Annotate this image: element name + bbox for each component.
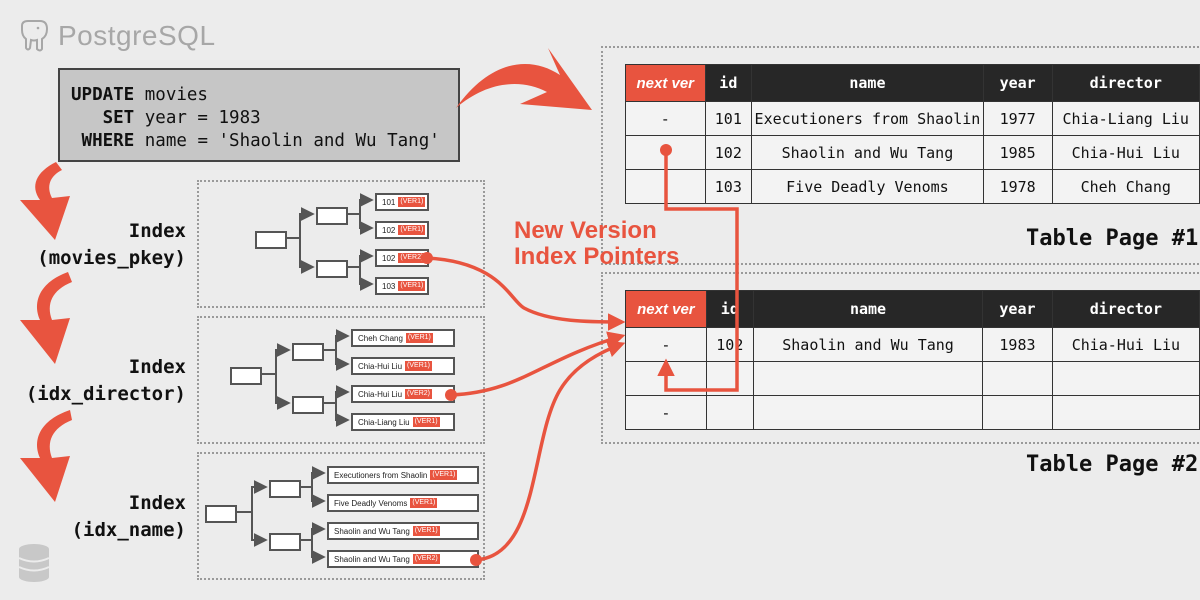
logo-text: PostgreSQL [58, 20, 216, 51]
sql-keyword-where: WHERE [81, 131, 135, 151]
index-label-name: Index (idx_name) [0, 490, 186, 544]
btree-inner-node [292, 396, 324, 414]
btree-edges-name [236, 466, 326, 564]
column-header-director: director [1051, 64, 1200, 102]
column-header-name: name [752, 290, 984, 328]
btree-leaf: Chia-Hui Liu(VER1) [351, 357, 455, 375]
btree-inner-node [269, 533, 301, 551]
cell [752, 395, 984, 430]
flow-arrows [20, 48, 592, 502]
table-page-2-title: Table Page #2 [1026, 452, 1199, 477]
btree-leaf: Cheh Chang(VER1) [351, 329, 455, 347]
cell [982, 361, 1053, 396]
cell: - [625, 395, 707, 430]
btree-leaf: Executioners from Shaolin(VER1) [327, 466, 479, 484]
btree-leaf: 102(VER2) [375, 249, 429, 267]
new-version-callout: New Version Index Pointers [514, 218, 679, 270]
cell [1051, 395, 1200, 430]
database-icon [18, 544, 50, 582]
btree-root-node [230, 367, 262, 385]
cell: 1985 [982, 135, 1053, 170]
column-header-next-ver: next ver [625, 64, 706, 102]
column-header-id: id [705, 290, 754, 328]
btree-leaf: Shaolin and Wu Tang(VER2) [327, 550, 479, 568]
index-title: Index [128, 220, 186, 242]
cell [752, 361, 984, 396]
sql-keyword-update: UPDATE [71, 85, 135, 105]
cell: 1983 [982, 327, 1053, 362]
btree-edges-pkey [285, 193, 374, 291]
btree-root-node [205, 505, 237, 523]
btree-inner-node [269, 480, 301, 498]
btree-leaf: 101(VER1) [375, 193, 429, 211]
index-panel-name: Executioners from Shaolin(VER1) Five Dea… [197, 452, 485, 580]
index-panel-director: Cheh Chang(VER1) Chia-Hui Liu(VER1) Chia… [197, 316, 485, 444]
column-header-year: year [982, 64, 1053, 102]
table-page-1-title: Table Page #1 [1026, 226, 1199, 251]
column-header-next-ver: next ver [625, 290, 707, 328]
cell: - [625, 101, 706, 136]
sql-update-statement: UPDATE movies SET year = 1983 WHERE name… [58, 68, 460, 162]
cell: Shaolin and Wu Tang [752, 327, 984, 362]
btree-edges-director [260, 329, 350, 427]
index-panel-pkey: 101(VER1) 102(VER1) 102(VER2) 103(VER1) [197, 180, 485, 308]
table-page-1-frame [601, 46, 1200, 265]
table-row: - [625, 395, 1200, 430]
btree-leaf: Five Deadly Venoms(VER1) [327, 494, 479, 512]
cell [705, 395, 754, 430]
callout-line-1: New Version [514, 217, 657, 244]
btree-leaf: Chia-Hui Liu(VER2) [351, 385, 455, 403]
cell: - [625, 327, 707, 362]
sql-to-table-arrow [456, 48, 592, 110]
btree-root-node [255, 231, 287, 249]
btree-inner-node [316, 207, 348, 225]
callout-line-2: Index Pointers [514, 243, 680, 270]
index-label-pkey: Index (movies_pkey) [0, 218, 186, 272]
sql-to-pkey-arrow [20, 162, 70, 240]
new-index-pointers [421, 252, 626, 566]
btree-leaf: Chia-Liang Liu(VER1) [351, 413, 455, 431]
index-title: Index [128, 356, 186, 378]
cell: Chia-Liang Liu [1051, 101, 1200, 136]
btree-inner-node [292, 343, 324, 361]
btree-inner-node [316, 260, 348, 278]
sql-line3-rest: name = 'Shaolin and Wu Tang' [134, 131, 440, 151]
index-name: (idx_name) [71, 519, 186, 541]
index-name: (movies_pkey) [37, 247, 186, 269]
elephant-icon [21, 20, 49, 52]
btree-leaf: 102(VER1) [375, 221, 429, 239]
cell: Executioners from Shaolin [751, 101, 984, 136]
cell: 1977 [982, 101, 1053, 136]
sql-line1-rest: movies [134, 85, 208, 105]
cell: 103 [704, 169, 753, 204]
sql-keyword-set: SET [102, 108, 135, 128]
cell [982, 395, 1053, 430]
btree-leaf: 103(VER1) [375, 277, 429, 295]
pkey-to-director-arrow [20, 272, 72, 364]
cell: 102 [704, 135, 753, 170]
table-page-2-frame [601, 272, 1200, 444]
cell [1051, 361, 1200, 396]
cell: Five Deadly Venoms [751, 169, 984, 204]
postgresql-logo: PostgreSQL [16, 18, 216, 54]
index-name: (idx_director) [25, 383, 186, 405]
column-header-director: director [1051, 290, 1200, 328]
sql-line2-rest: year = 1983 [134, 108, 261, 128]
cell: Cheh Chang [1051, 169, 1200, 204]
btree-leaf: Shaolin and Wu Tang(VER1) [327, 522, 479, 540]
director-to-name-arrow [20, 410, 72, 502]
version-chain-pointer [657, 144, 739, 392]
table-header-row: next ver id name year director [625, 290, 1200, 328]
index-label-director: Index (idx_director) [0, 354, 186, 408]
cell: Shaolin and Wu Tang [751, 135, 984, 170]
index-title: Index [128, 492, 186, 514]
column-header-year: year [982, 290, 1053, 328]
